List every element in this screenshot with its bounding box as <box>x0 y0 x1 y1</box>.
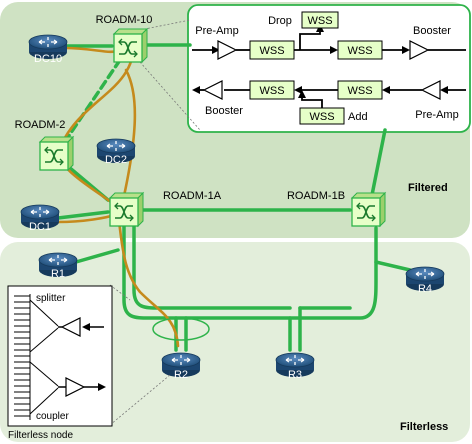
wss-add-label: WSS <box>309 111 334 123</box>
filterless-node-caption: Filterless node <box>8 430 73 441</box>
wss-bottom-right-label: WSS <box>347 85 372 97</box>
dc1-label: DC1 <box>29 221 51 233</box>
r2-label: R2 <box>174 369 188 381</box>
roadm-detail-panel: WSS WSS WSS Drop Pre-Amp Booster WSS WSS… <box>139 4 471 133</box>
coupler-amp <box>65 377 86 397</box>
dc10-label: DC10 <box>34 53 62 65</box>
booster-top-label: Booster <box>413 25 451 37</box>
coupler-label: coupler <box>36 411 69 422</box>
booster-top-amp <box>409 40 430 60</box>
roadm-10-label: ROADM-10 <box>96 14 153 26</box>
roadm-1b-label: ROADM-1B <box>287 190 345 202</box>
roadm-1a <box>109 192 144 227</box>
filterless-region <box>0 242 470 442</box>
r2-ports-highlight <box>152 317 210 341</box>
add-label: Add <box>348 111 368 123</box>
booster-bottom-label: Booster <box>205 105 243 117</box>
roadm-1a-label: ROADM-1A <box>163 190 222 202</box>
roadm-2 <box>39 136 74 171</box>
roadm-10 <box>113 28 148 63</box>
filtered-label: Filtered <box>408 182 448 194</box>
splitter-label: splitter <box>36 293 66 304</box>
wss-top-right-label: WSS <box>347 45 372 57</box>
r3-label: R3 <box>288 369 302 381</box>
wss-top-left-label: WSS <box>259 45 284 57</box>
wss-bottom-left-label: WSS <box>259 85 284 97</box>
r4-label: R4 <box>418 283 432 295</box>
r1-label: R1 <box>51 268 65 280</box>
wss-add <box>299 107 345 125</box>
dc2-label: DC2 <box>105 154 127 166</box>
filterless-node-inset: splitter coupler Filterless node <box>7 284 171 441</box>
splitter-amp <box>60 317 81 337</box>
wss-drop-label: WSS <box>307 15 332 27</box>
filterless-label: Filterless <box>400 421 448 433</box>
drop-label: Drop <box>268 15 292 27</box>
pre-amp-top-amp <box>217 40 238 60</box>
fiber-links <box>56 43 412 352</box>
pre-amp-top-label: Pre-Amp <box>195 25 238 37</box>
booster-bottom-amp <box>202 80 223 100</box>
pre-amp-bottom-label: Pre-Amp <box>415 109 458 121</box>
wss-drop <box>301 11 339 29</box>
pre-amp-bottom-amp <box>420 80 441 100</box>
roadm-1b <box>351 192 386 227</box>
roadm-2-label: ROADM-2 <box>15 119 66 131</box>
